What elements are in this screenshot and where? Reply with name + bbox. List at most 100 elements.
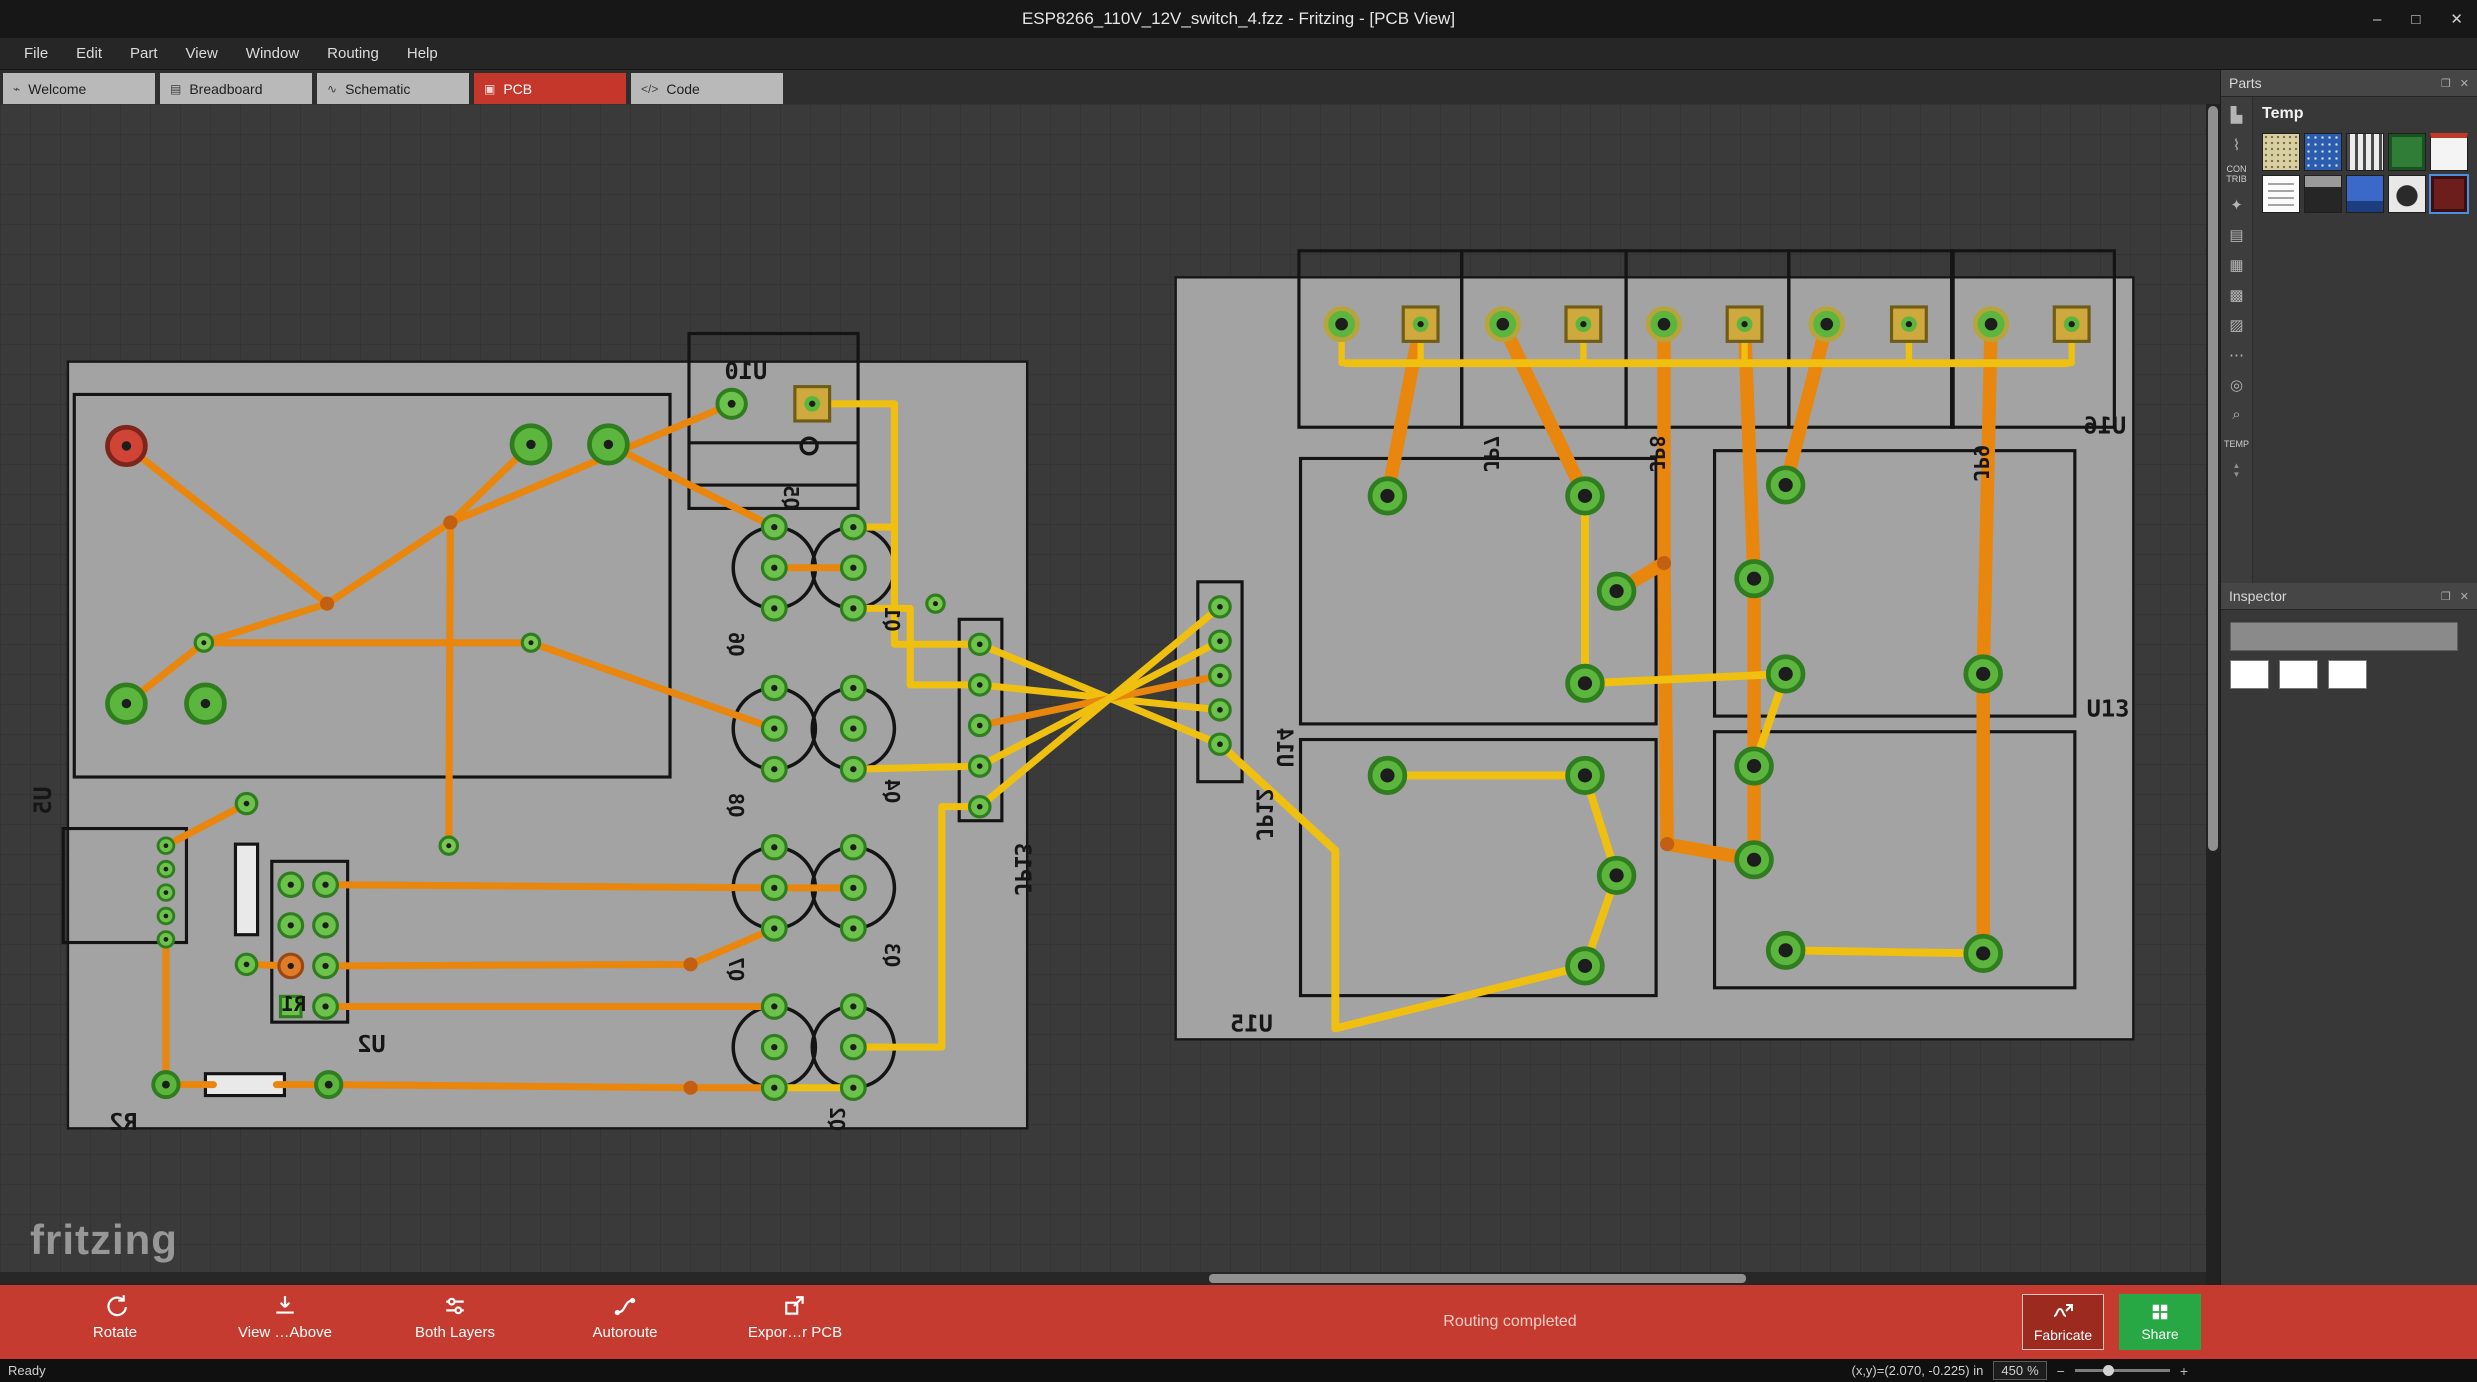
vertical-scrollbar[interactable] (2206, 104, 2220, 1285)
parts-bin-icon[interactable]: ▨ (2229, 316, 2244, 334)
part-thumbnail-header[interactable] (2346, 133, 2384, 171)
part-thumbnail-relay[interactable] (2429, 174, 2469, 214)
tab-code[interactable]: </>Code (631, 73, 783, 104)
rotate-button[interactable]: Rotate (65, 1294, 165, 1341)
zoom-out-icon[interactable]: − (2056, 1362, 2065, 1379)
part-thumbnail-module[interactable] (2346, 175, 2384, 213)
part-thumbnail-cana[interactable] (2262, 175, 2300, 213)
copper-trace[interactable] (976, 603, 1224, 811)
tab-breadboard[interactable]: ▤Breadboard (160, 73, 312, 104)
layers-button[interactable]: Both Layers (405, 1294, 505, 1341)
float-panel-icon[interactable]: ❐ (2440, 590, 2451, 603)
horizontal-scrollbar-thumb[interactable] (1209, 1274, 1746, 1283)
menu-help[interactable]: Help (406, 45, 438, 62)
menu-part[interactable]: Part (130, 45, 158, 62)
copper-trace[interactable] (527, 639, 778, 733)
silkscreen-label: Q7 (724, 957, 748, 981)
view-button[interactable]: View …Above (235, 1294, 335, 1341)
copper-trace[interactable] (200, 600, 331, 647)
copper-trace[interactable] (321, 881, 778, 892)
bin-scroll-arrows[interactable]: ▲ ▼ (2232, 461, 2241, 479)
export-button[interactable]: Expor…r PCB (745, 1294, 845, 1341)
copper-trace[interactable] (604, 440, 778, 531)
pad-hole (1746, 759, 1762, 774)
part-thumbnail-power[interactable] (2430, 133, 2468, 171)
share-button[interactable]: Share (2119, 1294, 2201, 1350)
float-panel-icon[interactable]: ❐ (2440, 77, 2451, 90)
silkscreen-label: JP12 (1251, 788, 1276, 841)
copper-trace[interactable] (849, 803, 984, 1051)
pcb-tab-icon: ▣ (484, 81, 496, 96)
tab-schematic[interactable]: ∿Schematic (317, 73, 469, 104)
maximize-icon[interactable]: □ (2411, 10, 2421, 28)
tab-pcb[interactable]: ▣PCB (474, 73, 626, 104)
pad-hole (850, 564, 857, 571)
menu-routing[interactable]: Routing (327, 45, 379, 62)
zoom-in-icon[interactable]: + (2179, 1362, 2188, 1379)
copper-trace[interactable] (325, 1081, 778, 1092)
parts-bin-icon[interactable]: ✦ (2230, 196, 2243, 214)
parts-bin-con-trib[interactable]: CON TRIB (2226, 164, 2247, 184)
part-thumbnail-perf[interactable] (2262, 133, 2300, 171)
copper-trace[interactable] (1781, 946, 1988, 958)
parts-bin-icon[interactable]: ▤ (2229, 226, 2244, 244)
part-thumbnail-green[interactable] (2388, 133, 2426, 171)
minimize-icon[interactable]: – (2373, 10, 2382, 28)
parts-bin-icon[interactable]: ▙ (2230, 106, 2243, 124)
fabricate-button[interactable]: Fabricate (2022, 1294, 2104, 1350)
copper-trace[interactable] (849, 762, 984, 773)
copper-trace[interactable] (122, 442, 331, 608)
vertical-scrollbar-thumb[interactable] (2208, 106, 2218, 851)
toolbar-buttons: Rotate View …Above Both Layers Autoroute Exp… (65, 1294, 845, 1341)
silkscreen-label: Q3 (880, 943, 904, 967)
trace-junction (683, 957, 698, 972)
pad-hole (932, 601, 939, 607)
copper-trace[interactable] (808, 400, 898, 531)
horizontal-scrollbar[interactable] (0, 1272, 2206, 1285)
menu-file[interactable]: File (24, 45, 49, 62)
parts-bin-icon[interactable]: ⋯ (2229, 346, 2244, 364)
copper-trace[interactable] (1778, 317, 1834, 492)
copper-trace[interactable] (323, 518, 454, 608)
pad-hole (200, 698, 211, 709)
copper-trace[interactable] (445, 518, 454, 850)
copper-trace[interactable] (849, 604, 984, 689)
pcb-board[interactable] (66, 360, 1029, 1130)
tab-welcome[interactable]: ⌁Welcome (3, 73, 155, 104)
copper-trace[interactable] (849, 523, 984, 648)
copper-trace[interactable] (1976, 317, 1998, 961)
parts-bin-icon[interactable]: ▩ (2229, 286, 2244, 304)
autoroute-button[interactable]: Autoroute (575, 1294, 675, 1341)
menu-edit[interactable]: Edit (76, 45, 103, 62)
copper-trace[interactable] (1215, 740, 1589, 1033)
menu-window[interactable]: Window (245, 45, 300, 62)
zoom-slider[interactable] (2074, 1365, 2170, 1376)
pad-hole (771, 684, 778, 692)
pad-hole (1820, 317, 1834, 331)
part-thumbnail-to92[interactable] (2388, 175, 2426, 213)
part-thumbnail-blue[interactable] (2304, 133, 2342, 171)
zoom-slider-knob[interactable] (2102, 1365, 2114, 1376)
close-panel-icon[interactable]: ✕ (2459, 590, 2469, 603)
copper-trace[interactable] (1496, 317, 1592, 503)
copper-trace[interactable] (1581, 670, 1790, 688)
close-icon[interactable]: ✕ (2450, 11, 2463, 28)
parts-bin-temp[interactable]: TEMP (2223, 438, 2249, 449)
pcb-pad[interactable] (1889, 305, 1928, 343)
inspector-swatches (2230, 660, 2468, 689)
part-thumbnail-to220[interactable] (2304, 175, 2342, 213)
close-panel-icon[interactable]: ✕ (2459, 77, 2469, 90)
parts-bin-icon[interactable]: ◎ (2229, 376, 2244, 394)
copper-trace[interactable] (446, 400, 736, 526)
menu-view[interactable]: View (185, 45, 218, 62)
silkscreen-label: JP8 (1645, 435, 1669, 472)
pcb-pad[interactable] (278, 994, 303, 1019)
parts-bin-icon[interactable]: ⌇ (2232, 136, 2241, 154)
copper-trace[interactable] (162, 800, 251, 850)
parts-bin-icon[interactable]: ▦ (2229, 256, 2244, 274)
copper-trace[interactable] (1380, 317, 1428, 503)
parts-bin-icon[interactable]: ⌕ (2232, 406, 2241, 423)
zoom-level-box[interactable]: 450 % (1993, 1361, 2047, 1380)
